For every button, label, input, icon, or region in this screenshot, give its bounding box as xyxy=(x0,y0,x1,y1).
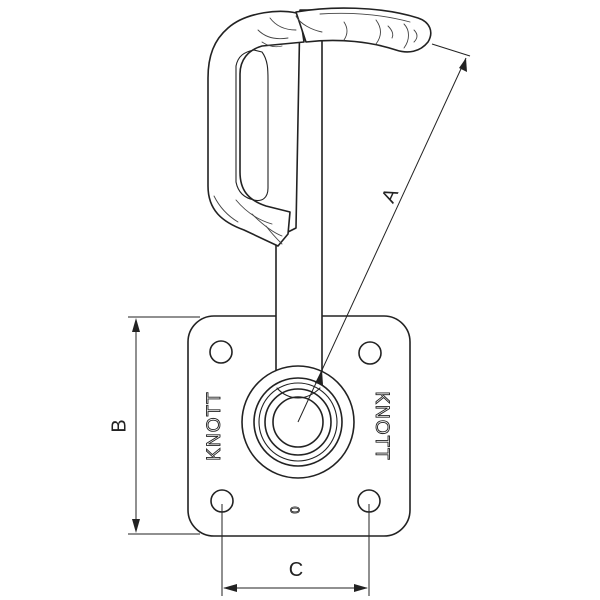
brand-mark-left: KNOTT xyxy=(204,391,225,460)
embossed-markings: KNOTT KNOTT 0 xyxy=(204,391,393,514)
mounting-hole-top-right xyxy=(358,341,382,365)
dimension-a-line xyxy=(297,57,467,423)
dimension-b-arrow-bottom xyxy=(132,519,140,533)
dimension-b-label: B xyxy=(108,419,130,432)
dimension-c: C xyxy=(221,504,370,596)
mounting-hole-top-left xyxy=(209,340,233,364)
brand-mark-right: KNOTT xyxy=(371,391,392,460)
lever-bar xyxy=(275,9,323,393)
dimension-c-label: C xyxy=(289,559,303,581)
grip-shading xyxy=(319,12,411,23)
dimension-c-arrow-right xyxy=(354,584,368,592)
handle-loop xyxy=(207,10,305,247)
dimension-a-arrow-bottom xyxy=(315,370,323,385)
dimension-a-arrow-top xyxy=(459,58,467,72)
lever-arm xyxy=(207,7,432,393)
dimension-a-extension xyxy=(431,43,471,57)
handle-loop-inner xyxy=(235,49,269,202)
plate-mark: 0 xyxy=(287,506,302,513)
dimension-c-arrow-left xyxy=(223,584,237,592)
upper-knuckle-shading xyxy=(257,29,289,40)
dimension-b: B xyxy=(108,316,200,535)
dimension-b-arrow-top xyxy=(132,318,140,332)
